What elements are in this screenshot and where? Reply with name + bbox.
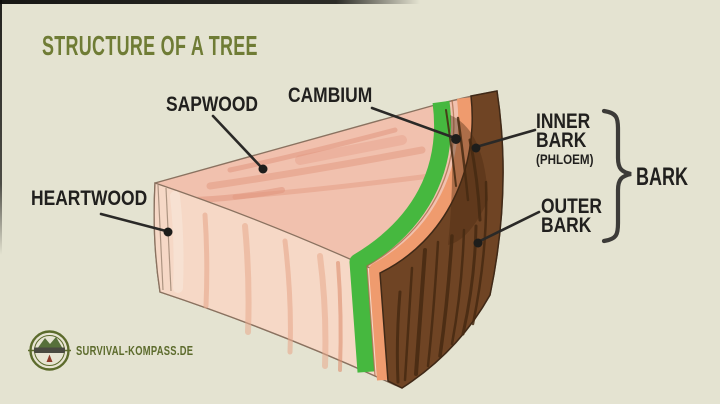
outer-bark-leader-dot xyxy=(473,238,483,248)
label-inner-bark-phloem: (PHLOEM) xyxy=(536,151,594,167)
inner-bark-band xyxy=(369,97,473,381)
label-inner-bark: INNER BARK (PHLOEM) xyxy=(536,110,594,167)
bark-fissure-texture xyxy=(395,109,488,384)
compass-mountain-logo-icon xyxy=(28,330,71,371)
leader-dots xyxy=(163,134,483,248)
outer-bark-body xyxy=(379,90,504,389)
sapwood-grain-texture xyxy=(192,127,433,203)
cambium-band xyxy=(349,100,452,373)
inner-bark-leader-line xyxy=(474,128,537,149)
band-separator-line xyxy=(366,99,455,377)
label-outer-bark-line1: OUTER xyxy=(541,195,603,218)
label-bark-group: BARK xyxy=(636,163,688,191)
bark-brace xyxy=(601,108,632,244)
label-sapwood: SAPWOOD xyxy=(166,93,259,116)
sapwood-leader-dot xyxy=(258,164,268,174)
sapwood-leader-line xyxy=(211,114,264,170)
site-url-text: SURVIVAL-KOMPASS.DE xyxy=(76,343,194,358)
leader-lines xyxy=(99,106,541,244)
heartwood-grain-texture xyxy=(170,191,343,372)
label-heartwood: HEARTWOOD xyxy=(31,187,148,210)
apex-pencil-lines xyxy=(157,184,172,292)
heartwood-leader-dot xyxy=(163,227,173,237)
left-edge-artifact xyxy=(0,0,2,255)
label-inner-bark-line1: INNER xyxy=(536,110,591,133)
top-edge-artifact xyxy=(0,0,420,4)
label-outer-bark-line2: BARK xyxy=(541,214,592,237)
cambium-leader-line xyxy=(370,106,457,140)
cambium-leader-dot xyxy=(451,134,461,144)
logo-needle xyxy=(46,354,53,362)
label-inner-bark-line2: BARK xyxy=(536,129,587,152)
page-title: STRUCTURE OF A TREE xyxy=(42,30,258,61)
heartwood-leader-line xyxy=(99,212,168,233)
inner-bark-leader-dot xyxy=(471,143,481,153)
outer-bark-leader-line xyxy=(476,210,541,244)
label-outer-bark: OUTER BARK xyxy=(541,195,603,237)
label-cambium: CAMBIUM xyxy=(288,84,373,107)
logo-mountains xyxy=(37,337,63,349)
